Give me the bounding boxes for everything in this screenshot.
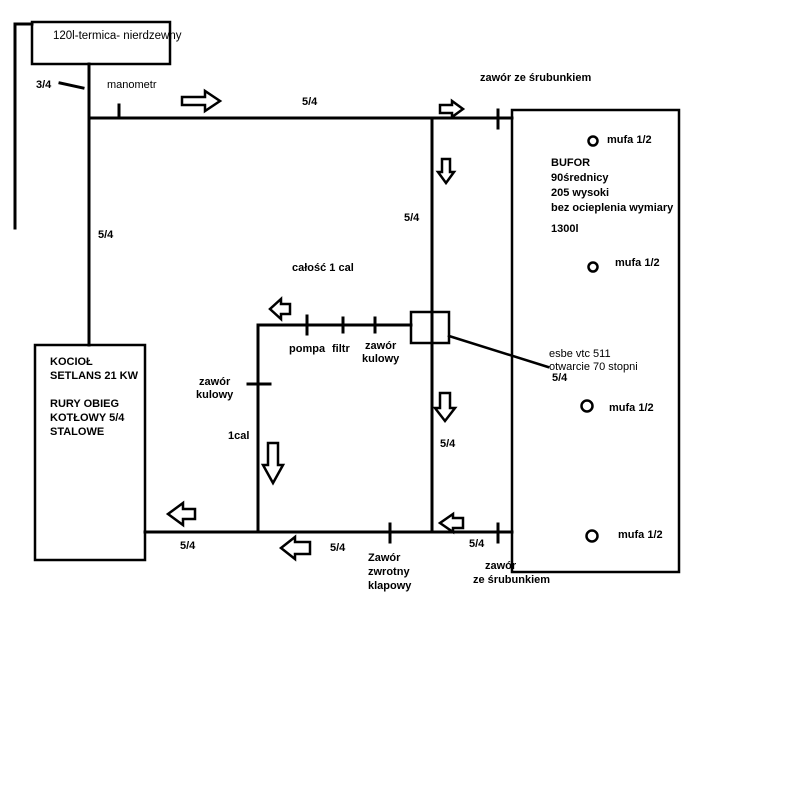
pipe-size-bottom-middle: 5/4 [330,542,346,554]
buffer-line-3: 205 wysoki [551,187,610,199]
valve-bottom-line-2: ze śrubunkiem [473,574,551,586]
buffer-port-2 [587,261,599,273]
buffer-port-4 [585,529,599,543]
flow-arrow-left-icon [268,296,292,322]
flow-arrow-right-icon [180,88,223,114]
check-valve-line-3: klapowy [368,580,412,592]
mixing-valve-label: esbe vtc 511 otwarcie 70 stopni [549,348,638,374]
pipe-size-bypass-left: 1cal [228,430,250,442]
ball-valve-left-line-1: zawór [199,376,231,388]
boiler-line-1: KOCIOŁ [50,356,93,368]
boiler [33,343,147,562]
buffer-port-3 [580,399,594,413]
pump-label: pompa [289,343,326,355]
pipe-size-top-main: 5/4 [302,96,318,108]
boiler-label: KOCIOŁ SETLANS 21 KW RURY OBIEG KOTŁOWY … [50,355,138,439]
flow-arrow-down-icon [435,157,457,186]
valve-bottom-label: zawór ze śrubunkiem [473,559,550,587]
pipe-size-tank-branch: 3/4 [36,79,52,91]
ball-valve-loop-label: zawór kulowy [362,340,399,366]
pipe-size-bottom-right: 5/4 [469,538,485,550]
mixing-valve-line-1: esbe vtc 511 [549,348,611,360]
boiler-line-3 [50,383,138,397]
check-valve-line-1: Zawór [368,552,401,564]
boiler-line-4: RURY OBIEG [50,398,120,410]
flow-arrow-left-icon [437,511,465,535]
filter-label: filtr [332,343,350,355]
valve-top-label: zawór ze śrubunkiem [480,72,592,84]
ball-valve-loop-line-2: kulowy [362,353,400,365]
buffer-line-4: bez ocieplenia wymiary [551,202,674,214]
pipe-size-valve: 5/4 [552,372,568,384]
ball-valve-loop-line-1: zawór [365,340,397,352]
check-valve-label: Zawór zwrotny klapowy [368,551,411,593]
ball-valve-left-label: zawór kulowy [196,376,233,402]
mixing-valve [409,310,451,345]
pipe-size-bottom-left: 5/4 [180,540,196,552]
flow-arrow-right-icon [438,98,466,120]
flow-arrow-left-icon [278,534,312,562]
boiler-line-5: KOTŁOWY 5/4 [50,412,125,424]
tank-outlet-pipe [13,22,34,230]
buffer-label: BUFOR 90średnicy 205 wysoki bez ocieplen… [551,156,673,237]
tank-branch-marker [58,81,85,90]
ball-valve-left-line-2: kulowy [196,389,234,401]
tank-label: 120l-termica- nierdzewny [53,30,182,42]
buffer-line-6: 1300l [551,223,579,235]
pipe-size-middle-vertical: 5/4 [404,212,420,224]
flow-arrow-left-icon [165,500,197,528]
check-valve-line-2: zwrotny [368,566,410,578]
buffer-port-4-label: mufa 1/2 [618,529,663,541]
mixing-valve-line-2: otwarcie 70 stopni [549,361,638,373]
buffer-line-1: BUFOR [551,157,591,169]
buffer-port-1-label: mufa 1/2 [607,134,652,146]
boiler-line-2: SETLANS 21 KW [50,370,139,382]
boiler-line-6: STALOWE [50,426,105,438]
whole-loop-label: całość 1 cal [292,262,354,274]
buffer-tank [510,108,681,574]
pipe-size-middle-vertical-lower: 5/4 [440,438,456,450]
mixing-valve-leader [447,334,550,369]
hot-water-tank [30,20,172,66]
buffer-line-2: 90średnicy [551,172,609,184]
pipe-size-left-riser: 5/4 [98,229,114,241]
buffer-port-2-label: mufa 1/2 [615,257,660,269]
manometer-label: manometr [107,79,157,91]
flow-arrow-down-icon [432,391,458,424]
buffer-port-1 [587,135,599,147]
valve-bottom-line-1: zawór [485,560,517,572]
flow-arrow-down-icon [260,441,286,486]
buffer-port-3-label: mufa 1/2 [609,402,654,414]
